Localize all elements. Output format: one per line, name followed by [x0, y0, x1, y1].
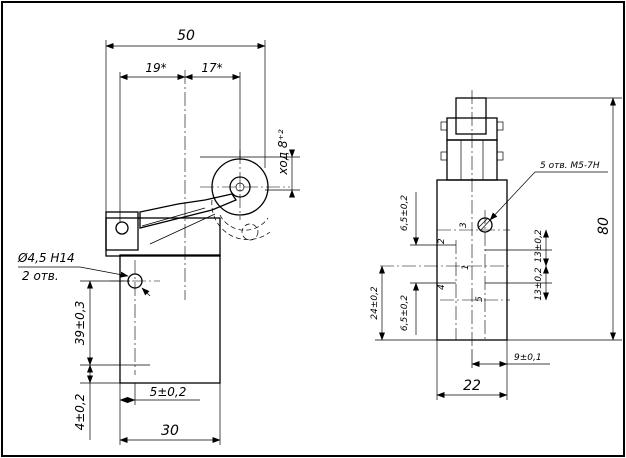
dim-pitch-left: 24±0,2 — [370, 286, 380, 320]
dim-hole-vertical: 39±0,3 — [73, 301, 87, 345]
dim-upper-spacing: 6,5±0,2 — [400, 195, 410, 231]
dim-pitch-right-lower: 13±0,2 — [534, 267, 544, 301]
hole-number: 3 — [459, 222, 469, 228]
hole-number: 1 — [461, 264, 471, 270]
hole-number: 4 — [437, 284, 447, 290]
dim-lower-spacing: 6,5±0,2 — [400, 295, 410, 331]
lever-arm — [139, 193, 237, 229]
hole-number: 2 — [437, 238, 447, 244]
dim-overall-width: 50 — [177, 28, 195, 44]
dim-front-width: 22 — [463, 378, 481, 394]
hole-count-label: 2 отв. — [22, 269, 59, 283]
dim-hole-offset: 5±0,2 — [150, 385, 187, 399]
side-view: 50 19* 17* ход 8⁺² Ø4,5 H14 2 отв. 39±0,… — [17, 28, 300, 445]
pivot-pin — [115, 221, 129, 235]
dim-body-width: 30 — [161, 423, 179, 439]
dim-right-roller: 17* — [201, 61, 222, 75]
dim-travel: ход 8⁺² — [276, 129, 290, 176]
front-view: 5 отв. М5-7Н 80 6,5±0,2 13±0,2 13±0,2 24… — [370, 90, 622, 400]
hole-number: 5 — [475, 296, 485, 302]
dim-pitch-right: 13±0,2 — [534, 229, 544, 263]
hole-spec-label: Ø4,5 H14 — [17, 251, 75, 265]
dim-left-pivot: 19* — [145, 61, 166, 75]
dim-bottom: 4±0,2 — [73, 394, 87, 431]
dim-side-offset: 9±0,1 — [514, 353, 542, 363]
dim-height: 80 — [596, 217, 612, 235]
switch-body — [119, 254, 221, 384]
thread-note: 5 отв. М5-7Н — [540, 161, 600, 171]
